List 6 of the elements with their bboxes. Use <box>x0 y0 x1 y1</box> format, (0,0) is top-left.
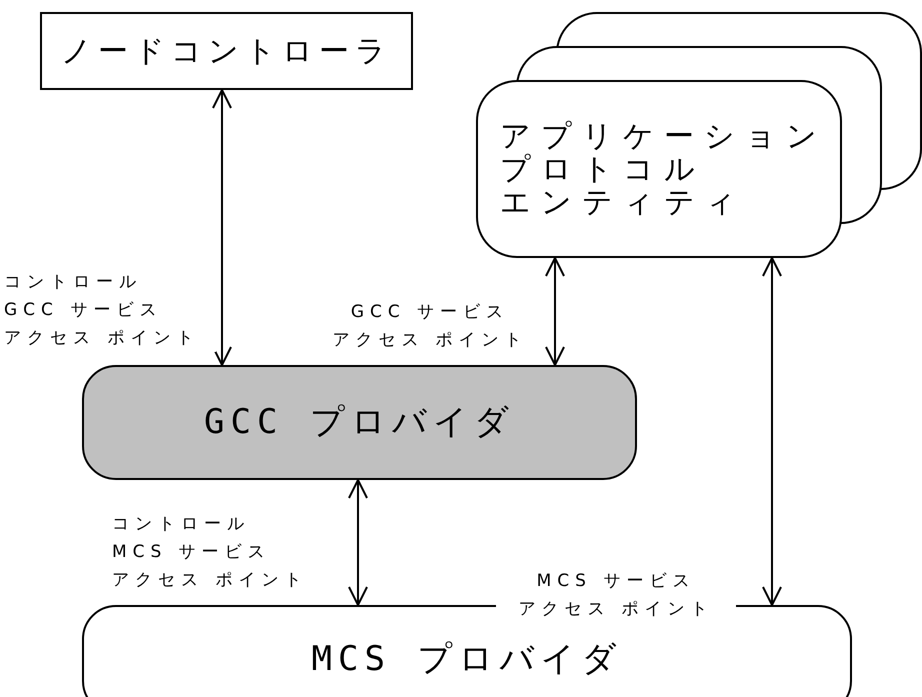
rounded-box: GCC プロバイダ <box>82 365 637 480</box>
process-box: ノードコントローラ <box>40 12 413 90</box>
double-arrow <box>212 89 232 366</box>
double-arrow <box>545 257 565 366</box>
double-arrow <box>762 257 782 606</box>
double-arrow <box>348 479 368 606</box>
